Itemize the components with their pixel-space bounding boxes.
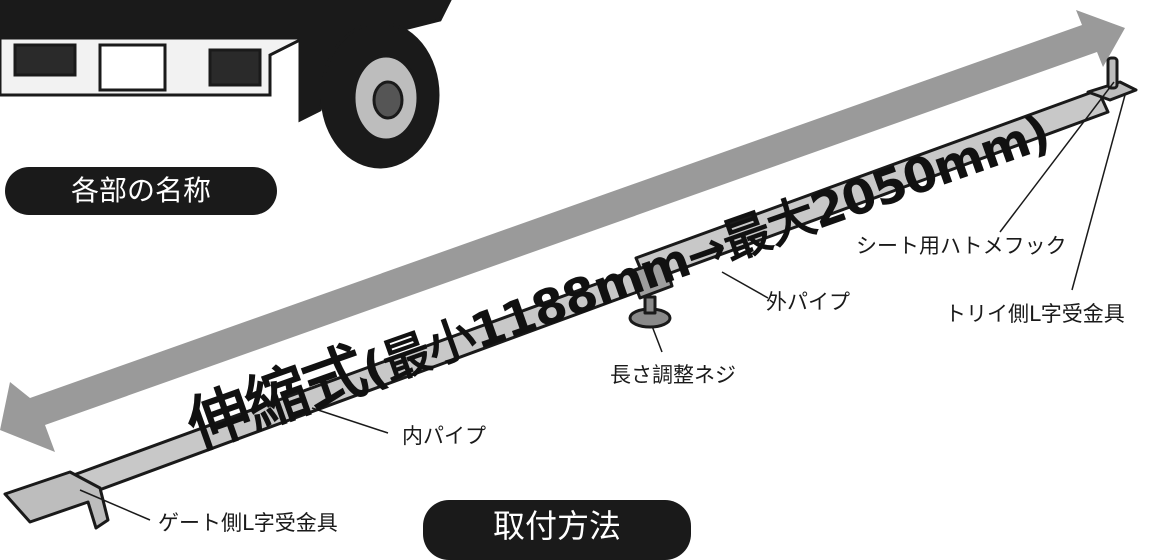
inner-pipe-label: 内パイプ xyxy=(402,424,486,448)
installation-heading: 取付方法 xyxy=(423,500,691,560)
length-screw-label: 長さ調整ネジ xyxy=(610,363,736,387)
leader-lines xyxy=(79,81,1126,521)
extension-arrow xyxy=(0,10,1125,452)
gate-bracket-label: ゲート側L字受金具 xyxy=(158,511,338,535)
torii-bracket-label: トリイ側L字受金具 xyxy=(945,302,1125,326)
pipe-assembly xyxy=(3,56,1138,530)
sheet-hook-label: シート用ハトメフック xyxy=(856,234,1067,258)
sheet-hook-shape xyxy=(1106,56,1119,90)
truck-rear-illustration xyxy=(0,0,452,169)
outer-pipe-label: 外パイプ xyxy=(766,290,850,314)
gate-bracket-shape xyxy=(3,470,110,530)
product-illustration xyxy=(0,0,1138,530)
parts-names-heading: 各部の名称 xyxy=(5,167,277,215)
length-screw-clamp xyxy=(628,258,674,300)
